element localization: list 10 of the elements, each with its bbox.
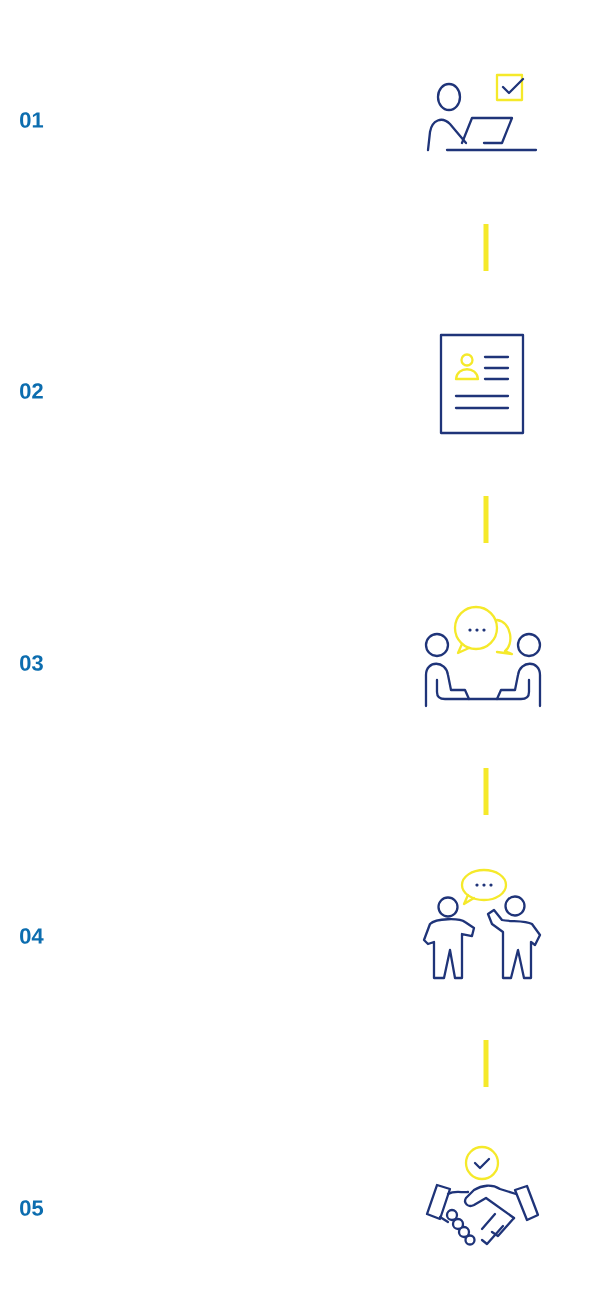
meeting-drawing xyxy=(424,605,542,708)
laptop-user-drawing xyxy=(426,73,538,152)
step-number: 04 xyxy=(20,928,44,944)
handshake-drawing xyxy=(425,1145,540,1246)
step-number: 05 xyxy=(20,1200,44,1216)
step-number: 02 xyxy=(20,383,43,399)
conversation-drawing xyxy=(422,868,542,980)
step-number: 01 xyxy=(20,112,44,128)
step-number: 03 xyxy=(20,655,43,671)
resume-drawing xyxy=(439,333,525,435)
